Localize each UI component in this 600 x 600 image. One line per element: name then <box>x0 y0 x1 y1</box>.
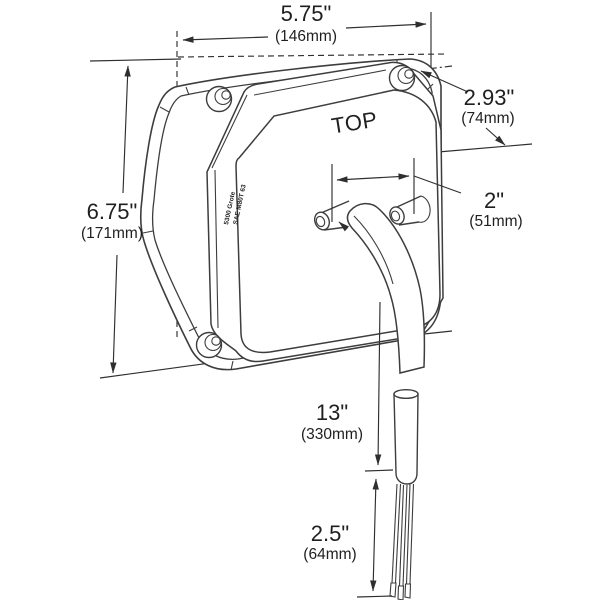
screw-boss-top-right <box>388 64 416 92</box>
depth-metric-label: (74mm) <box>461 110 514 127</box>
dimension-wire-ends: 2.5" (64mm) <box>303 478 393 598</box>
pigtail-dimension-line <box>374 301 382 466</box>
pigtail-metric-label: (330mm) <box>301 426 363 443</box>
pigtail-inches-label: 13" <box>316 400 348 425</box>
connector-sleeve-top <box>393 389 419 400</box>
wire-pigtail <box>346 202 426 600</box>
pigtail-arrow-to-exit <box>338 221 350 232</box>
screw-boss-bottom-left <box>195 331 223 359</box>
wires <box>389 483 415 600</box>
dimension-depth: 2.93" (74mm) <box>420 70 515 146</box>
screw-bosses <box>195 64 416 359</box>
dimension-height: 6.75" (171mm) <box>81 65 143 374</box>
conduit-highlight-line <box>353 215 394 285</box>
width-arrow-left <box>182 36 269 43</box>
dimension-stud-spacing: 2" (51mm) <box>331 158 523 230</box>
height-inches-label: 6.75" <box>87 199 138 224</box>
pigtail-end-tick <box>364 469 394 472</box>
bezel-rim-segment-ticks <box>142 60 434 371</box>
stud-spacing-leader <box>413 175 462 194</box>
dimension-width: 5.75" (146mm) <box>182 1 427 45</box>
wire-ends-bottom-tick <box>356 595 393 598</box>
conduit-tube <box>346 202 426 374</box>
wire-ends-inches-label: 2.5" <box>311 521 349 546</box>
wire-end-left <box>389 582 397 598</box>
stud-spacing-dimension-line <box>336 173 410 183</box>
stud-spacing-inches-label: 2" <box>484 188 504 213</box>
mounting-studs <box>313 195 431 231</box>
height-arrow-up <box>122 65 131 194</box>
mounting-stud-right <box>389 195 431 226</box>
depth-arrow-down <box>485 127 506 146</box>
wire-ends-dimension-line <box>370 478 379 592</box>
depth-back-plane-extension-line <box>437 143 533 153</box>
mounting-stud-left <box>313 200 350 231</box>
height-arrow-down <box>110 254 118 374</box>
width-metric-label: (146mm) <box>275 28 337 45</box>
width-inches-label: 5.75" <box>281 1 332 26</box>
stud-spacing-metric-label: (51mm) <box>469 213 522 230</box>
depth-arrow-up <box>420 70 469 93</box>
wire-ends-metric-label: (64mm) <box>303 546 356 563</box>
height-metric-label: (171mm) <box>81 225 143 242</box>
screw-boss-top-left <box>205 85 233 113</box>
depth-inches-label: 2.93" <box>464 85 515 110</box>
wire-end-middle <box>397 585 405 600</box>
connector-sleeve-body <box>393 393 419 485</box>
dimension-pigtail: 13" (330mm) <box>301 221 394 472</box>
height-bottom-extension-line-2 <box>423 330 453 335</box>
height-top-extension-line <box>89 58 182 62</box>
width-arrow-right <box>345 21 427 29</box>
bounding-box-dashed-top <box>177 53 448 58</box>
wire-end-right <box>404 583 412 599</box>
housing-bevel-detail-lines <box>211 69 387 329</box>
